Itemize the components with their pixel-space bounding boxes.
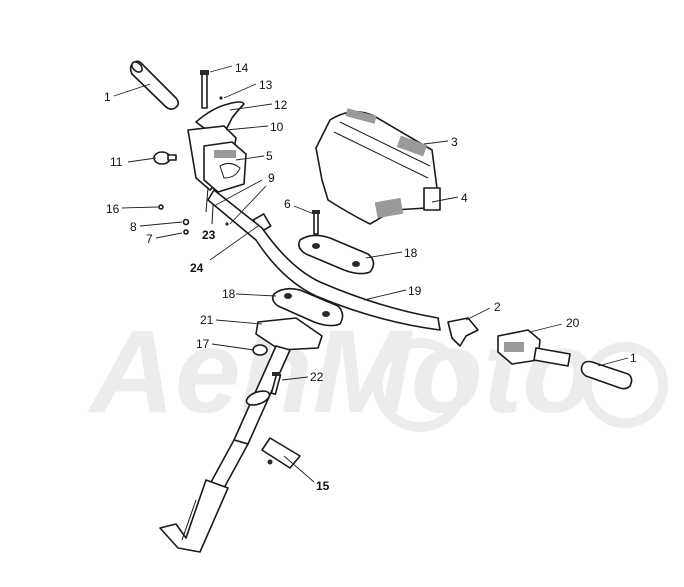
callout-21: 21 bbox=[200, 313, 214, 327]
callout-10: 10 bbox=[270, 120, 284, 134]
callout-2: 2 bbox=[494, 300, 501, 314]
callout-1-right-grip: 1 bbox=[630, 351, 637, 365]
callout-5: 5 bbox=[266, 149, 273, 163]
bolt-14 bbox=[200, 70, 209, 109]
callout-18-lower-clamp: 18 bbox=[222, 287, 236, 301]
callout-13: 13 bbox=[259, 78, 273, 92]
callout-19: 19 bbox=[408, 284, 422, 298]
callout-14: 14 bbox=[235, 61, 249, 75]
callout-8: 8 bbox=[130, 220, 137, 234]
throttle-lever bbox=[447, 317, 479, 347]
left-grip bbox=[129, 60, 180, 110]
bolt-22 bbox=[270, 372, 282, 395]
callout-17: 17 bbox=[196, 337, 210, 351]
handlebar bbox=[207, 189, 441, 331]
steering-plate bbox=[255, 317, 323, 351]
washer-8 bbox=[182, 218, 190, 226]
callout-6: 6 bbox=[284, 197, 291, 211]
callout-16: 16 bbox=[106, 202, 120, 216]
brake-master-cylinder bbox=[187, 125, 247, 225]
watermark-text: AehMoto bbox=[87, 306, 595, 438]
callout-12: 12 bbox=[274, 98, 288, 112]
callout-24: 24 bbox=[190, 261, 204, 275]
callout-20: 20 bbox=[566, 316, 580, 330]
callout-15: 15 bbox=[316, 479, 330, 493]
watermark: AehMoto bbox=[87, 306, 668, 438]
right-grip bbox=[580, 360, 633, 390]
callout-4: 4 bbox=[461, 191, 468, 205]
callout-7: 7 bbox=[146, 232, 153, 246]
upper-clamp bbox=[298, 234, 375, 275]
pin-13 bbox=[219, 96, 223, 100]
right-housing bbox=[497, 329, 571, 367]
callout-3: 3 bbox=[451, 135, 458, 149]
callout-9: 9 bbox=[268, 171, 275, 185]
pin-15 bbox=[261, 437, 301, 469]
nut-7 bbox=[183, 229, 189, 235]
steering-column bbox=[159, 345, 291, 553]
headlight-cowl bbox=[315, 108, 441, 225]
callout-22: 22 bbox=[310, 370, 324, 384]
brake-lever bbox=[195, 101, 245, 131]
pin-9 bbox=[225, 222, 229, 226]
callout-23: 23 bbox=[202, 228, 216, 242]
callout-11: 11 bbox=[110, 155, 123, 169]
callout-1-left-grip: 1 bbox=[104, 90, 111, 104]
screw-11 bbox=[153, 151, 177, 165]
callout-18-upper-clamp: 18 bbox=[404, 246, 418, 260]
nut-17 bbox=[252, 344, 268, 356]
washer-16 bbox=[158, 204, 164, 210]
leader-lines bbox=[113, 65, 629, 483]
callout-labels: 1 14 13 12 10 11 5 9 16 8 7 23 24 3 4 6 … bbox=[104, 61, 637, 493]
bolt-6 bbox=[312, 210, 320, 235]
